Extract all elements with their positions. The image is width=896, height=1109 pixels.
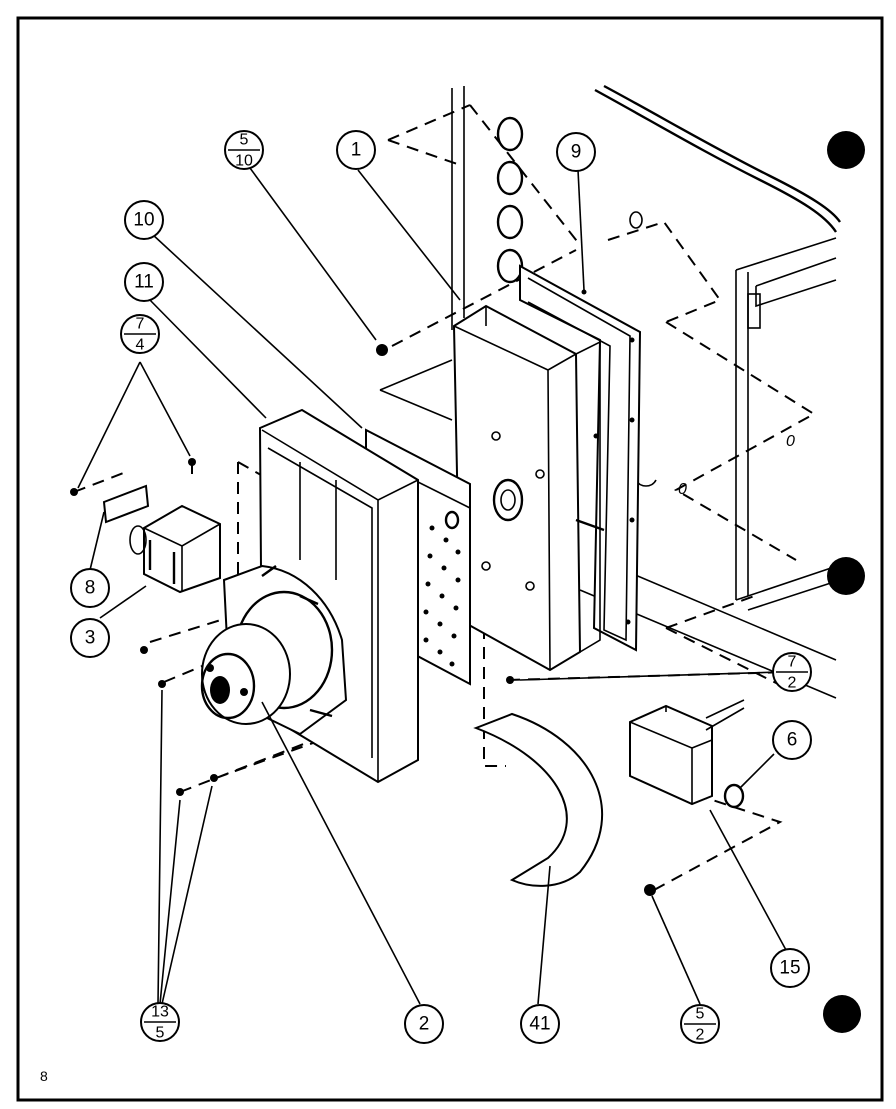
registration-mark-bottom xyxy=(823,995,861,1033)
part-8-plate xyxy=(102,484,150,524)
svg-text:13: 13 xyxy=(151,1004,169,1021)
callout-13-5[interactable]: 13 5 xyxy=(140,1002,180,1042)
part-6-nut xyxy=(723,783,745,809)
callout-7-2[interactable]: 7 2 xyxy=(772,652,812,692)
callout-5-2[interactable]: 5 2 xyxy=(680,1004,720,1044)
svg-text:2: 2 xyxy=(788,675,797,692)
part-41-curved-shield xyxy=(473,712,604,887)
panel-mark: 0 xyxy=(678,481,687,498)
callout-15[interactable]: 15 xyxy=(770,948,810,988)
svg-text:8: 8 xyxy=(85,578,96,599)
part-9-gasket xyxy=(519,264,642,652)
part-2-blower-motor xyxy=(200,564,348,736)
svg-text:10: 10 xyxy=(235,153,253,170)
registration-mark-middle xyxy=(827,557,865,595)
callout-5-10[interactable]: 5 10 xyxy=(224,130,264,170)
svg-text:2: 2 xyxy=(696,1027,705,1044)
callout-41[interactable]: 41 xyxy=(520,1004,560,1044)
registration-mark-top xyxy=(827,131,865,169)
svg-text:4: 4 xyxy=(136,337,145,354)
part-15-control-box xyxy=(629,699,745,806)
svg-text:2: 2 xyxy=(419,1014,430,1035)
svg-text:41: 41 xyxy=(529,1014,550,1035)
callout-1[interactable]: 1 xyxy=(336,130,376,170)
callout-7-4[interactable]: 7 4 xyxy=(120,314,160,354)
svg-text:5: 5 xyxy=(696,1006,705,1023)
leader-lines xyxy=(77,167,787,1005)
svg-text:5: 5 xyxy=(240,132,249,149)
svg-text:5: 5 xyxy=(156,1025,165,1042)
panel-mark: 0 xyxy=(786,433,795,450)
callout-10[interactable]: 10 xyxy=(124,200,164,240)
svg-text:6: 6 xyxy=(787,730,798,751)
callout-11[interactable]: 11 xyxy=(124,262,164,302)
callout-9[interactable]: 9 xyxy=(556,132,596,172)
part-1-collector-box xyxy=(452,304,605,672)
callout-8[interactable]: 8 xyxy=(70,568,110,608)
svg-text:10: 10 xyxy=(133,210,154,231)
svg-text:11: 11 xyxy=(134,272,154,293)
sheet-border xyxy=(16,16,884,1102)
screws xyxy=(70,344,656,896)
callout-2[interactable]: 2 xyxy=(404,1004,444,1044)
svg-text:7: 7 xyxy=(788,654,797,671)
callout-3[interactable]: 3 xyxy=(70,618,110,658)
svg-text:7: 7 xyxy=(136,316,145,333)
cabinet-frame xyxy=(379,84,841,699)
svg-text:3: 3 xyxy=(85,628,96,649)
svg-text:9: 9 xyxy=(571,142,582,163)
part-3-bracket xyxy=(129,504,221,594)
svg-text:1: 1 xyxy=(351,140,362,161)
page-number: 8 xyxy=(40,1068,48,1084)
callout-6[interactable]: 6 xyxy=(772,720,812,760)
svg-text:15: 15 xyxy=(779,958,800,979)
